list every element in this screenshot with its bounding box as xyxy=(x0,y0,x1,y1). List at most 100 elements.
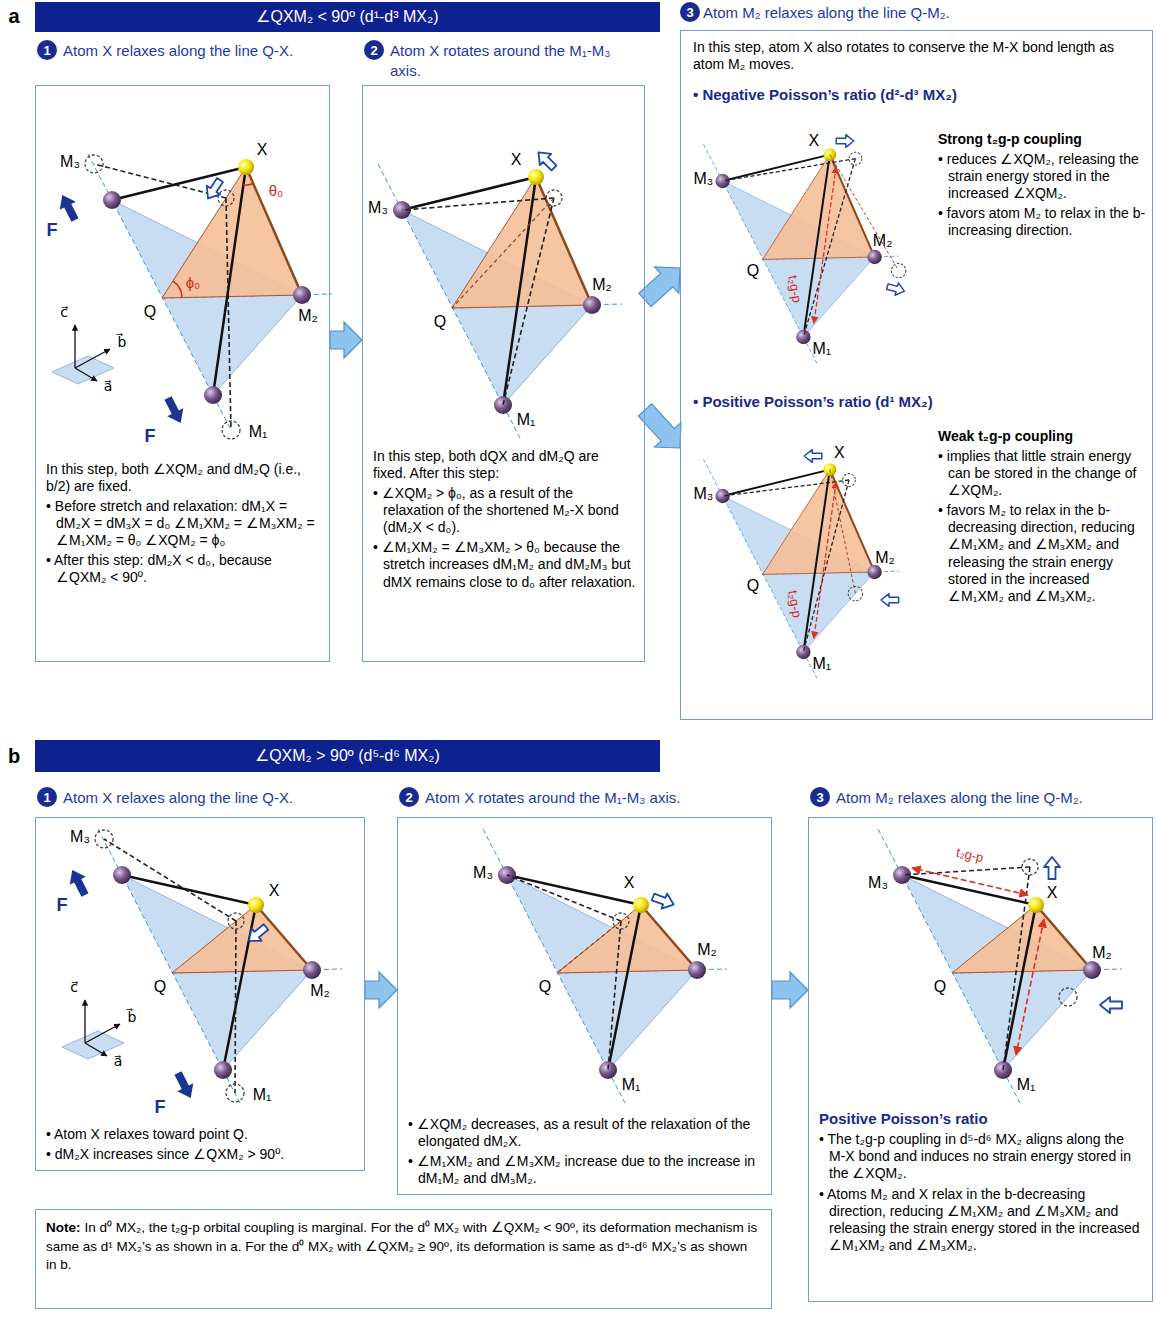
tetrahedron-figure xyxy=(1059,988,1077,1006)
text-group: ∠QXM₂ > 90º (d⁵-d⁶ MX₂) xyxy=(35,741,660,771)
angle-label: θ₀ xyxy=(269,183,284,198)
atom-label: X xyxy=(257,142,268,158)
tetrahedron-figure xyxy=(891,263,905,277)
tetrahedron-figure xyxy=(226,1084,244,1102)
force-label: F xyxy=(155,1098,166,1116)
tetrahedron-figure xyxy=(881,594,899,607)
banner-title: ∠QXM₂ < 90º (d¹-d³ MX₂) xyxy=(35,2,660,32)
bullet-text: • Atoms M₂ and X relax in the b-decreasi… xyxy=(819,1186,1144,1254)
tetrahedron-figure xyxy=(160,394,189,427)
bullet-text: • ∠M₁XM₂ = ∠M₃XM₂ > θ₀ because the stret… xyxy=(373,539,636,590)
axis-label: a⃗ xyxy=(104,379,113,393)
callout-number: 1 xyxy=(43,44,50,57)
step-heading: Atom X relaxes along the line Q-X. xyxy=(63,788,363,808)
step-heading: Atom X rotates around the M₁-M₃ axis. xyxy=(425,788,765,808)
tetrahedron-figure xyxy=(836,135,854,148)
tetrahedron-figure xyxy=(814,167,836,324)
text-group: Atom M₂ relaxes along the line Q-M₂. xyxy=(836,788,1146,808)
atom-label: X xyxy=(1047,885,1058,901)
text-group: • Atom X relaxes toward point Q.• dM₂X i… xyxy=(46,1123,356,1163)
tetrahedron-figure xyxy=(402,198,554,210)
tetrahedron-figure xyxy=(94,164,226,198)
axis-label: c⃗ xyxy=(70,980,78,994)
atom-label: M₃ xyxy=(693,171,713,187)
tetrahedron-figure xyxy=(1016,919,1044,1055)
tetrahedron-figure xyxy=(201,176,226,203)
step-heading: Atom M₂ relaxes along the line Q-M₂. xyxy=(836,788,1146,808)
text-group: Weak t₂g-p coupling• implies that little… xyxy=(938,428,1146,605)
callout-circle xyxy=(364,40,384,60)
atom-label: M₁ xyxy=(517,412,536,428)
tetrahedron-figure xyxy=(62,829,342,1103)
section-heading: • Negative Poisson’s ratio (d²-d³ MX₂) xyxy=(693,86,1133,104)
step-heading: Atom M₂ relaxes along the line Q-M₂. xyxy=(703,3,1143,23)
axis-label: a⃗ xyxy=(114,1054,123,1068)
flow-arrow xyxy=(365,972,397,1008)
bullet-text: • favors M₂ to relax in the b-decreasing… xyxy=(938,502,1146,604)
bullet-text: • dM₂X increases since ∠QXM₂ > 90º. xyxy=(46,1146,356,1163)
tetrahedron-figure xyxy=(703,144,898,363)
callout-number: 3 xyxy=(816,791,823,804)
coupling-label: t₂g-p xyxy=(787,589,805,618)
atom-label: M₁ xyxy=(622,1077,641,1093)
bullet-text: • After this step: dM₂X < d₀, because ∠Q… xyxy=(46,552,321,586)
atom-label: X xyxy=(269,883,280,899)
step-panel: Atom X relaxes along the line Q-X.In thi… xyxy=(35,85,330,662)
tetrahedron-figure xyxy=(62,1000,124,1059)
text-group: Atom M₂ relaxes along the line Q-M₂. xyxy=(703,3,1143,23)
atom-label: M₁ xyxy=(249,424,268,440)
tetrahedron-figure xyxy=(723,480,849,496)
tetrahedron-figure xyxy=(95,830,113,848)
coupling-label: t₂g-p xyxy=(955,846,985,865)
tetrahedron-figure xyxy=(1044,857,1060,879)
note-text: In d⁰ MX₂, the t₂g-p orbital coupling is… xyxy=(46,1220,757,1272)
tetrahedron-figure xyxy=(878,829,1122,1103)
flow-arrow xyxy=(330,322,362,358)
axis-label: b⃗ xyxy=(118,335,127,349)
text-group: Atom X relaxes along the line Q-X. xyxy=(63,41,325,61)
atom-label: Q xyxy=(144,304,156,320)
text-group: Atom X rotates around the M₁-M₃ axis. xyxy=(425,788,765,808)
step-panel: Atom X rotates around the M₁-M₃ axis.• ∠… xyxy=(397,817,772,1195)
tetrahedron-figure xyxy=(222,421,240,439)
tetrahedron-figure xyxy=(218,190,234,206)
tetrahedron-figure xyxy=(830,470,856,594)
text-group: Positive Poisson’s ratio • The t₂g-p coup… xyxy=(819,1110,1144,1254)
bullet-text: • ∠XQM₂ > ϕ₀, as a result of the relaxat… xyxy=(373,485,636,536)
text-group: Strong t₂g-p coupling• reduces ∠XQM₂, re… xyxy=(938,131,1146,239)
tetrahedron-figure xyxy=(886,280,906,297)
atom-label: M₁ xyxy=(812,341,831,357)
bullet-text: • ∠XQM₂ decreases, as a result of the re… xyxy=(408,1116,763,1150)
tetrahedron-figure xyxy=(803,480,849,652)
angle-label: ϕ₀ xyxy=(186,275,201,290)
coupling-label: t₂g-p xyxy=(787,274,805,303)
tetrahedron-figure xyxy=(85,155,103,173)
tetrahedron-figure xyxy=(912,868,1028,895)
section-heading: Positive Poisson’s ratio xyxy=(819,1110,1144,1128)
tetrahedron-figure xyxy=(483,829,727,1103)
atom-label: M₃ xyxy=(368,200,388,216)
atom-label: M₂ xyxy=(697,942,717,958)
step-heading: Atom X rotates around the M₁-M₃ axis. xyxy=(390,41,640,80)
text-group: Note:In d⁰ MX₂, the t₂g-p orbital coupli… xyxy=(46,1218,761,1274)
step-panel: Atom M₂ relaxes along the line Q-M₂.Posi… xyxy=(808,817,1153,1302)
step-heading: Atom X relaxes along the line Q-X. xyxy=(63,41,325,61)
atom-label: X xyxy=(808,133,819,149)
tetrahedron-figure xyxy=(98,829,342,1103)
coupling-heading: Weak t₂g-p coupling xyxy=(938,428,1146,445)
bullet-text: • The t₂g-p coupling in d⁵-d⁶ MX₂ aligns… xyxy=(819,1131,1144,1182)
tetrahedron-figure xyxy=(848,586,862,600)
tetrahedron-figure xyxy=(1022,859,1038,875)
atom-label: Q xyxy=(934,979,946,995)
tetrahedron-figure xyxy=(173,281,182,297)
atom-label: M₃ xyxy=(868,875,888,891)
callout-number: 1 xyxy=(43,791,50,804)
atom-label: M₃ xyxy=(473,865,493,881)
bullet-text: • ∠M₁XM₂ and ∠M₃XM₂ increase due to the … xyxy=(408,1153,763,1187)
tetrahedron-figure xyxy=(902,867,1030,875)
section-heading: • Positive Poisson’s ratio (d¹ MX₂) xyxy=(693,393,1133,411)
tetrahedron-figure xyxy=(244,921,271,947)
atom-label: M₁ xyxy=(253,1087,272,1103)
atom-label: X xyxy=(834,445,845,461)
atom-label: M₂ xyxy=(310,983,330,999)
